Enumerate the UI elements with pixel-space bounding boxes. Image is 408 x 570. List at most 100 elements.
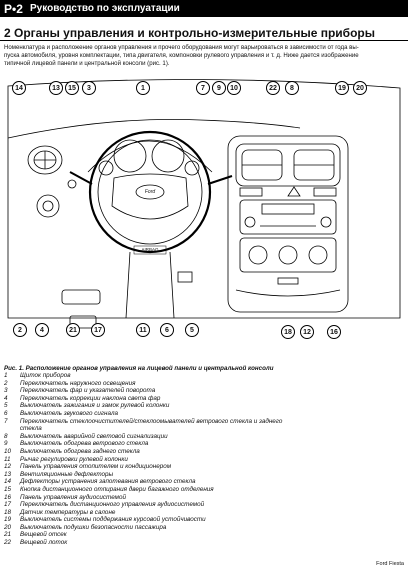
legend-text: Переключатель стеклоочистителей/стеклоом… <box>19 417 283 433</box>
footer-text: Ford Fiesta <box>376 561 404 567</box>
airbag-label: AIRBAG <box>141 247 159 252</box>
left-vent <box>27 145 63 175</box>
heated-glass-buttons <box>239 187 263 197</box>
legend-text: Вещевой отсек <box>20 531 67 539</box>
callout-20: 20 <box>353 81 367 95</box>
legend-number: 13 <box>4 470 12 478</box>
legend-text: Выключатель подушки безопасности пассажи… <box>20 523 167 531</box>
callout-9: 9 <box>212 81 226 95</box>
light-switch <box>36 194 60 218</box>
center-vents-frame <box>235 143 341 187</box>
title-rule <box>0 40 408 41</box>
dashboard-figure: 14 13 15 3 1 7 9 10 22 8 19 20 2 4 21 17… <box>0 76 408 358</box>
legend-item: 22 Вещевой лоток <box>4 539 304 547</box>
legend-text: Щиток приборов <box>20 372 71 379</box>
legend-number: 1 <box>4 372 8 379</box>
legend-item: 1 Щиток приборов <box>4 372 304 380</box>
legend-number: 18 <box>4 508 12 516</box>
temp-gauge <box>184 160 200 176</box>
center-console <box>227 135 349 313</box>
steering-column <box>125 251 175 319</box>
tachometer <box>151 139 185 173</box>
legend-text: Рычаг регулировки рулевой колонки <box>20 455 128 463</box>
legend-item: 4 Переключатель коррекции наклона света ф… <box>4 395 304 403</box>
legend-text: Выключатель зажигания и замок рулевой ко… <box>20 402 170 410</box>
section-title: 2 Органы управления и контрольно-измерит… <box>4 26 375 40</box>
speedometer <box>113 139 147 173</box>
legend-text: Вещевой лоток <box>20 539 68 547</box>
instrument-cluster-hood <box>87 140 213 173</box>
dashboard-outline <box>7 79 401 319</box>
legend-text: Вентиляционные дефлекторы <box>20 470 114 478</box>
audio-unit <box>239 199 337 235</box>
intro-line-1: Номенклатура и расположение органов упра… <box>4 44 359 51</box>
intro-line-3: типичной лицевой панели и центральной ко… <box>4 60 170 67</box>
legend-number: 21 <box>4 531 12 539</box>
ford-emblem <box>135 184 165 200</box>
callout-11: 11 <box>136 323 150 337</box>
callout-4: 4 <box>35 323 49 337</box>
legend-item: 2 Переключатель наружного освещения <box>4 380 304 388</box>
dash-top-line <box>7 118 301 139</box>
legend-item: 3 Переключатель фар и указателей поворота <box>4 387 304 395</box>
legend-number: 22 <box>4 539 12 547</box>
book-title: Руководство по эксплуатации <box>30 3 180 14</box>
ignition-switch <box>177 271 193 283</box>
callout-12: 12 <box>300 325 314 339</box>
legend-number: 9 <box>4 440 8 448</box>
legend-text: Выключатель звукового сигнала <box>20 409 118 417</box>
callout-22: 22 <box>266 81 280 95</box>
legend-text: Кнопка дистанционного отпирания двери ба… <box>20 485 214 493</box>
climate-knob-center <box>278 245 298 265</box>
storage-compartment <box>61 289 101 305</box>
legend-item: 5 Выключатель зажигания и замок рулевой к… <box>4 402 304 410</box>
legend-number: 3 <box>4 387 8 395</box>
legend-text: Переключатель дистанционного управления … <box>20 501 205 509</box>
legend-item: 8 Выключатель аварийной световой сигнализ… <box>4 433 304 441</box>
legend-item: 17 Переключатель дистанционного управлени… <box>4 501 304 509</box>
callout-1: 1 <box>136 81 150 95</box>
legend-number: 17 <box>4 501 12 509</box>
intro-line-2: пуска автомобиля, уровня комплектации, т… <box>4 52 359 59</box>
ford-logo-text: Ford <box>144 189 156 195</box>
legend-text: Выключатель системы поддержания курсовой… <box>20 516 206 524</box>
callout-13: 13 <box>49 81 63 95</box>
legend-text: Переключатель наружного освещения <box>20 379 136 387</box>
legend-list: 1 Щиток приборов 2 Переключатель наружного … <box>4 372 304 547</box>
callout-21: 21 <box>66 323 80 337</box>
figure-caption: Рис. 1. Расположение органов управления … <box>4 365 274 372</box>
legend-item: 13 Вентиляционные дефлекторы <box>4 471 304 479</box>
callout-7: 7 <box>196 81 210 95</box>
callout-19: 19 <box>335 81 349 95</box>
callout-15: 15 <box>65 81 79 95</box>
legend-item: 18 Датчик температуры в салоне <box>4 509 304 517</box>
legend-number: 4 <box>4 394 8 402</box>
legend-text: Переключатель коррекции наклона света фа… <box>20 394 161 402</box>
temperature-sensor <box>277 277 299 285</box>
legend-number: 16 <box>4 493 12 501</box>
page-number: Р•2 <box>4 1 23 16</box>
audio-display <box>261 203 315 215</box>
legend-number: 2 <box>4 379 8 387</box>
legend-number: 8 <box>4 432 8 440</box>
legend-text: Дефлекторы устранения запотевания ветров… <box>20 478 196 486</box>
legend-number: 10 <box>4 447 12 455</box>
airbag-label-plate <box>133 245 167 255</box>
callout-10: 10 <box>227 81 241 95</box>
callout-16: 16 <box>327 325 341 339</box>
legend-number: 11 <box>4 455 11 463</box>
legend-text: Датчик температуры в салоне <box>20 508 116 516</box>
legend-text: Переключатель фар и указателей поворота <box>20 387 156 395</box>
steering-hub <box>111 173 189 220</box>
legend-text: Выключатель аварийной световой сигнализа… <box>20 432 168 440</box>
legend-number: 5 <box>4 402 8 410</box>
intro-paragraph: Номенклатура и расположение органов упра… <box>4 44 406 68</box>
steering-wheel-rim <box>88 130 212 254</box>
